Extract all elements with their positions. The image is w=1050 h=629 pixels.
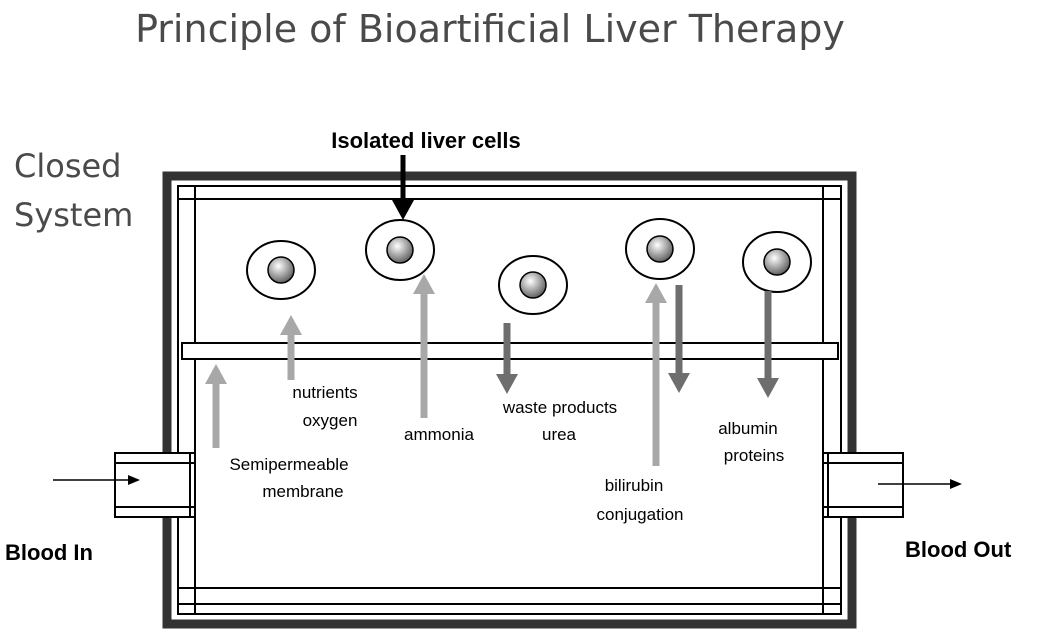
nutrients-label: nutrients [292, 383, 357, 402]
bioreactor-outer-wall [162, 171, 857, 629]
semipermeable-label: Semipermeable [229, 455, 348, 474]
liver-cell [365, 219, 435, 281]
oxygen-label: oxygen [303, 411, 358, 430]
blood-in-arrow [53, 475, 140, 485]
membrane-label: membrane [262, 482, 343, 501]
liver-cell [498, 255, 568, 315]
albumin-label: albumin [718, 419, 778, 438]
blood-out-label: Blood Out [905, 537, 1012, 562]
blood-outlet-port [822, 452, 904, 518]
conjugation-label: conjugation [597, 505, 684, 524]
isolated-liver-cells-label: Isolated liver cells [331, 128, 521, 153]
urea-label: urea [542, 425, 577, 444]
albumin-down-arrow [757, 291, 779, 398]
bilirubin-label: bilirubin [605, 476, 664, 495]
proteins-label: proteins [724, 446, 784, 465]
blood-out-arrow [878, 479, 962, 489]
membrane-pointer-arrow [205, 364, 227, 448]
blood-in-label: Blood In [5, 540, 93, 565]
waste-down-arrow [496, 323, 518, 394]
ammonia-up-arrow [413, 274, 435, 418]
blood-inlet-port [114, 452, 196, 518]
nutrients-up-arrow [280, 315, 302, 380]
liver-cell [742, 231, 812, 293]
closed-label: Closed [14, 147, 121, 185]
liver-cell [625, 218, 695, 280]
waste-products-label: waste products [502, 398, 617, 417]
cells-pointer-arrow [392, 155, 414, 220]
bilirubin-up-arrow [645, 283, 667, 466]
bioreactor-inner-wall [177, 185, 842, 615]
ammonia-label: ammonia [404, 425, 474, 444]
page-title: Principle of Bioartificial Liver Therapy [135, 7, 845, 51]
system-label: System [14, 196, 133, 234]
liver-cell [246, 240, 316, 300]
conjugation-down-arrow [668, 285, 690, 393]
